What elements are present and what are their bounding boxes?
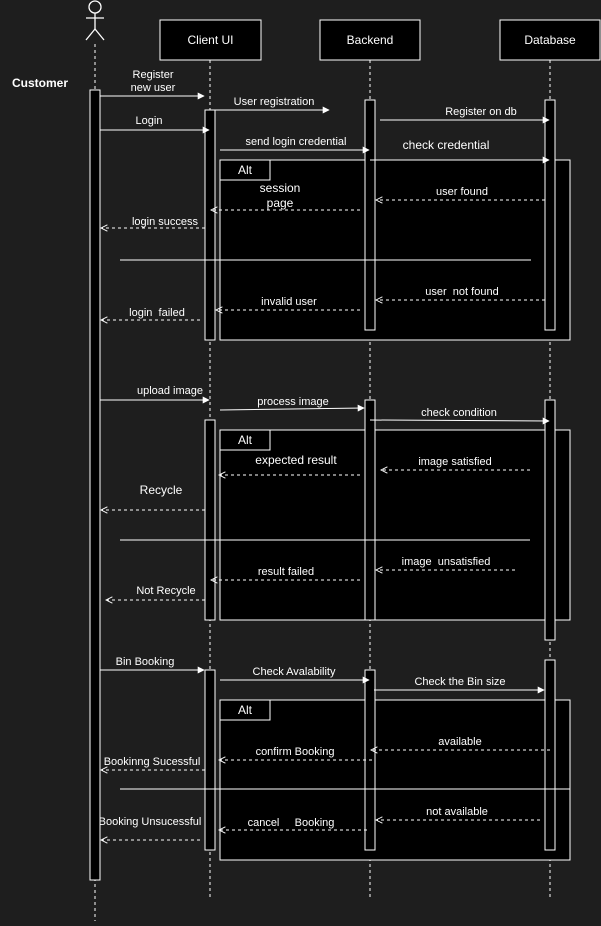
message-check-avalability: Check Avalability — [220, 666, 370, 684]
message-label: confirm Booking — [256, 746, 335, 758]
message-label: Check Avalability — [253, 666, 336, 678]
message-user-found: user found — [376, 186, 545, 200]
activation-backend-1 — [364, 99, 376, 331]
message-available: available — [371, 736, 550, 750]
message-label: user not found — [425, 286, 498, 298]
message-image-satisfied: image satisfied — [381, 456, 530, 470]
participant-label: Client UI — [187, 33, 233, 47]
message-label: Bookinng Sucessful — [104, 756, 201, 768]
message-label: cancel Booking — [248, 817, 335, 829]
activation-client-3 — [204, 669, 216, 851]
participant-label: Backend — [347, 33, 394, 47]
message-label: available — [438, 736, 481, 748]
alt-fragment-booking: Alt — [219, 699, 571, 861]
activation-client-1 — [204, 109, 216, 341]
activation-bars — [89, 89, 556, 881]
participant-backend: Backend — [319, 19, 421, 61]
message-send-login-credential: send login credential — [220, 136, 370, 154]
message-check-condition: check condition — [369, 407, 550, 425]
participant-database: Database — [499, 19, 601, 61]
message-booking-sucessful: Bookinng Sucessful — [101, 756, 205, 770]
message-label: Booking Unsucessful — [99, 816, 202, 828]
message-label: image satisfied — [418, 456, 491, 468]
activation-database-2 — [544, 399, 556, 641]
message-login-success: login success — [101, 216, 205, 228]
message-label: user found — [436, 186, 488, 198]
message-login: Login — [100, 115, 210, 134]
message-label: User registration — [234, 96, 315, 108]
message-image-unsatisfied: image unsatisfied — [376, 556, 515, 570]
message-label: Register on db — [445, 106, 517, 118]
customer-actor: Customer — [12, 0, 105, 90]
message-check-the-bin-size: Check the Bin size — [374, 676, 545, 694]
fragment-label: Alt — [238, 703, 253, 717]
message-cancel-booking: cancel Booking — [219, 817, 367, 830]
message-label: check credential — [403, 138, 490, 152]
message-label: Recycle — [140, 483, 183, 497]
message-expected-result: expected result — [219, 453, 360, 475]
message-label: Not Recycle — [136, 585, 195, 597]
activation-database-1 — [544, 99, 556, 331]
message-label: Check the Bin size — [414, 676, 505, 688]
message-invalid-user: invalid user — [216, 296, 360, 310]
alt-fragment-login: Alt — [219, 159, 571, 341]
activation-client-2 — [204, 419, 216, 621]
message-label: image unsatisfied — [402, 556, 491, 568]
activation-backend-2 — [364, 399, 376, 621]
message-booking-unsucessful: Booking Unsucessful — [99, 816, 202, 840]
message-label: send login credential — [246, 136, 347, 148]
message-label: upload image — [137, 385, 203, 397]
actor-label: Customer — [12, 76, 68, 90]
message-user-registration: User registration — [215, 96, 330, 114]
alt-fragment-image: Alt — [219, 429, 571, 621]
fragment-label: Alt — [238, 433, 253, 447]
alt-separators — [120, 259, 570, 790]
message-register-on-db: Register on db — [380, 106, 550, 124]
stick-figure-icon — [85, 0, 105, 41]
message-label: not available — [426, 806, 488, 818]
message-upload-image: upload image — [100, 385, 210, 404]
message-not-recycle: Not Recycle — [106, 585, 205, 600]
fragment-label: Alt — [238, 163, 253, 177]
message-not-available: not available — [376, 806, 540, 820]
message-label: invalid user — [261, 296, 317, 308]
activation-database-3 — [544, 659, 556, 851]
message-label: check condition — [421, 407, 497, 419]
message-bin-booking: Bin Booking — [100, 656, 205, 674]
message-result-failed: result failed — [211, 566, 360, 580]
participant-client-ui: Client UI — [159, 19, 262, 61]
message-confirm-booking: confirm Booking — [219, 746, 372, 760]
message-label: Login — [136, 115, 163, 127]
message-label: login success — [132, 216, 199, 228]
message-label: login failed — [129, 307, 185, 319]
message-recycle: Recycle — [101, 483, 205, 510]
message-label: Bin Booking — [116, 656, 175, 668]
participant-label: Database — [524, 33, 576, 47]
message-label: process image — [257, 396, 329, 408]
message-label: result failed — [258, 566, 314, 578]
message-label: expected result — [255, 453, 337, 467]
message-login-failed: login failed — [101, 307, 200, 320]
activation-customer — [89, 89, 101, 881]
message-user-not-found: user not found — [376, 286, 545, 300]
message-check-credential: check credential — [370, 138, 550, 164]
message-process-image: process image — [219, 396, 365, 412]
